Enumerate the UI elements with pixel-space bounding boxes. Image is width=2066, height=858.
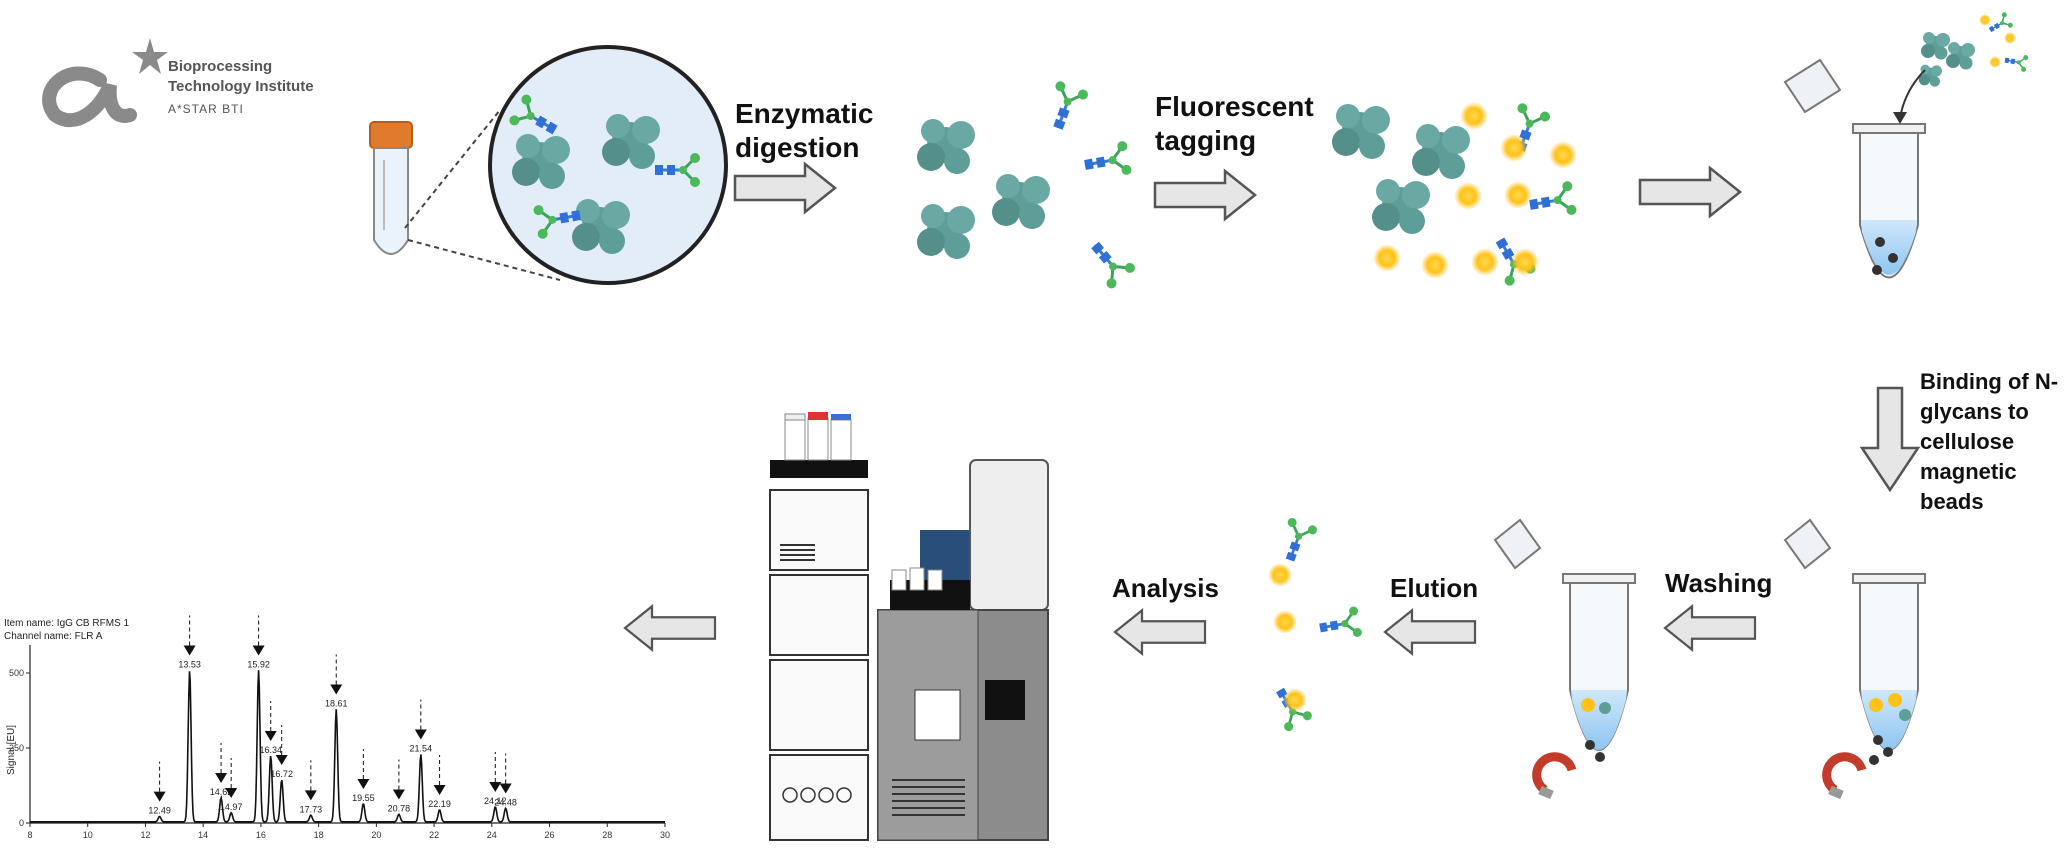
chrom-peak-label: 24.12 [484,796,507,806]
chrom-peak-arrow [275,755,288,765]
chrom-peak-label: 18.61 [325,699,348,709]
chrom-x-tick-label: 8 [27,830,32,840]
chrom-peak-arrow [215,773,228,783]
chrom-peak-arrow [304,790,317,801]
chrom-peak-arrow [330,684,343,695]
chrom-peak-label: 12.49 [148,806,171,816]
chrom-x-tick-label: 18 [314,830,324,840]
chrom-x-tick-label: 16 [256,830,266,840]
chrom-peak-label: 19.55 [352,793,375,803]
chrom-x-tick-label: 12 [140,830,150,840]
chrom-channel-name: Channel name: FLR A [4,631,103,642]
chrom-peak-label: 14.62 [210,787,233,797]
label-analysis: Analysis [1112,573,1219,603]
bti-logo: Bioprocessing Technology Institute A*STA… [30,30,330,130]
chrom-y-tick-label: 500 [9,668,24,678]
chrom-ylabel: Signal [EU] [6,725,17,775]
arrow-to-tube-icon [1638,166,1742,218]
chrom-peak-label: 16.34 [259,745,282,755]
washing-tube-icon [1493,518,1636,800]
label-binding-line5: beads [1920,489,1984,514]
label-binding-line1: Binding of N- [1920,369,2059,394]
chrom-x-tick-label: 22 [429,830,439,840]
chrom-x-tick-label: 28 [602,830,612,840]
lc-instrument-icon [769,412,1049,841]
logo-line-3: A*STAR BTI [168,102,244,116]
chrom-x-tick-label: 24 [487,830,497,840]
logo-line-2: Technology Institute [168,78,314,95]
chromatogram: Item name: IgG CB RFMS 1 Channel name: F… [0,430,680,850]
tagged-glycans-icon [1332,100,1579,289]
chrom-peak-arrow [414,729,427,740]
chrom-peak-label: 21.54 [410,744,433,754]
arrow-binding-icon [1859,386,1921,493]
chrom-peak-label: 14.97 [220,802,243,812]
chromatogram-svg: Item name: IgG CB RFMS 1 Channel name: F… [4,615,670,840]
label-binding-line2: glycans to [1920,399,2029,424]
label-fluorescent-line1: Fluorescent [1155,91,1314,122]
chrom-peak-arrow [153,791,166,802]
arrow-fluorescent-icon [1153,169,1257,221]
chrom-peak-arrow [252,645,265,656]
chrom-peak-arrow [264,731,277,741]
chrom-peak-arrow [499,783,512,794]
arrow-enzymatic-icon [733,162,837,214]
eluted-glycans-icon [1265,515,1364,735]
falcon-tube-icon [369,121,413,255]
label-binding-line4: magnetic [1920,459,2017,484]
binding-tube-icon [1783,518,1926,800]
chrom-peak-label: 13.53 [178,660,201,670]
chrom-peak-label: 24.48 [494,798,517,808]
label-enzymatic-line2: digestion [735,132,860,163]
chrom-peak-arrow [225,788,238,798]
arrow-elution-icon [1383,609,1477,655]
chrom-peak-label: 17.73 [300,804,323,814]
chrom-x-tick-label: 26 [545,830,555,840]
label-enzymatic-line1: Enzymatic [735,98,874,129]
released-glycans-icon [917,78,1139,292]
a-star-logo-icon [42,38,168,128]
chrom-peak-arrow [392,789,405,800]
chrom-peak-label: 15.92 [247,660,270,670]
bead-tube-icon [1783,10,2030,279]
chrom-peak-label: 20.78 [388,804,411,814]
chrom-y-tick-label: 0 [19,818,24,828]
chrom-x-tick-label: 30 [660,830,670,840]
magnified-glycoprotein-icon [488,45,728,285]
chrom-peak-labels: 12.49 13.53 14.62 14.97 15.92 16.34 16.72 17.73… [148,615,517,816]
label-elution: Elution [1390,573,1479,603]
chrom-trace [30,670,665,823]
chrom-peak-arrow [357,779,370,789]
chrom-axes: 8 10 12 14 16 18 20 22 24 26 28 30 0 250 500 [9,645,670,840]
label-fluorescent-line2: tagging [1155,125,1257,156]
chrom-y-tick-label: 250 [9,743,24,753]
arrow-analysis-icon [1113,609,1207,655]
label-binding-line3: cellulose [1920,429,2015,454]
chrom-peak-arrow [489,782,502,792]
chrom-peak-label: 16.72 [270,769,293,779]
chrom-peak-label: 22.19 [428,799,451,809]
label-washing: Washing [1665,568,1773,598]
chrom-item-name: Item name: IgG CB RFMS 1 [4,618,129,629]
chrom-peak-arrow [433,785,446,795]
chrom-peak-arrow [183,645,196,656]
arrow-washing-icon [1663,605,1757,651]
chrom-x-tick-label: 10 [83,830,93,840]
logo-line-1: Bioprocessing [168,58,273,75]
chrom-x-tick-label: 20 [371,830,381,840]
chrom-x-tick-label: 14 [198,830,208,840]
